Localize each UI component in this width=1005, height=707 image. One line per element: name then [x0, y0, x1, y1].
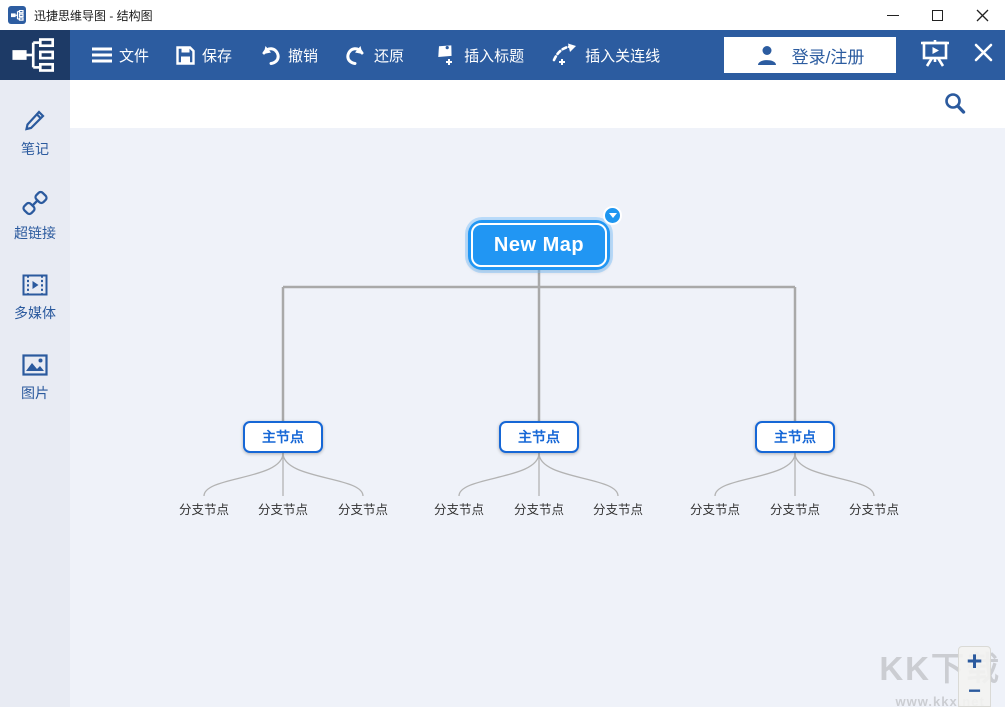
save-button[interactable]: 保存 [176, 45, 232, 66]
insert-title-button[interactable]: 插入标题 [431, 43, 524, 67]
canvas-topbar [70, 80, 1005, 128]
sidebar-item-label: 多媒体 [14, 305, 56, 321]
titlebar: 迅捷思维导图 - 结构图 [0, 0, 1005, 30]
toolbar-item-label: 插入关连线 [585, 47, 661, 65]
branch-node[interactable]: 分支节点 [689, 503, 741, 517]
toolbar-logo [0, 30, 70, 80]
undo-icon [262, 46, 280, 65]
maximize-button[interactable] [915, 0, 960, 30]
toolbar-items: 文件 保存 撤销 [92, 43, 660, 67]
main-node-label: 主节点 [774, 429, 816, 445]
chevron-down-icon [608, 213, 617, 218]
login-register-label: 登录/注册 [791, 47, 865, 67]
sidebar-item-hyperlink[interactable]: 超链接 [14, 190, 56, 243]
root-node-label: New Map [471, 223, 607, 267]
toolbar: 文件 保存 撤销 [0, 30, 1005, 80]
mindmap-logo-icon [12, 38, 55, 72]
sidebar: 笔记 超链接 [0, 80, 70, 707]
close-icon [974, 43, 993, 62]
window-title: 迅捷思维导图 - 结构图 [34, 8, 153, 23]
sidebar-item-label: 笔记 [21, 141, 49, 157]
sidebar-item-multimedia[interactable]: 多媒体 [14, 274, 56, 323]
redo-icon [346, 46, 364, 65]
toolbar-item-label: 保存 [202, 47, 233, 65]
branch-node[interactable]: 分支节点 [257, 503, 309, 517]
presentation-icon [921, 39, 949, 67]
pencil-icon [25, 110, 45, 131]
sidebar-item-label: 超链接 [14, 225, 56, 241]
menu-icon [92, 47, 112, 63]
insert-relation-line-button[interactable]: 插入关连线 [551, 43, 660, 67]
connector-lines [203, 270, 875, 497]
relation-line-plus-icon [552, 43, 577, 65]
toolbar-item-label: 插入标题 [464, 47, 525, 65]
undo-button[interactable]: 撤销 [259, 45, 318, 66]
link-icon [22, 190, 48, 216]
minimize-icon [886, 14, 899, 16]
branch-node[interactable]: 分支节点 [178, 503, 230, 517]
zoom-in-button[interactable]: + [966, 646, 983, 677]
toolbar-item-label: 撤销 [288, 47, 319, 65]
image-icon [22, 354, 48, 376]
presentation-button[interactable] [920, 39, 950, 72]
sidebar-item-label: 图片 [21, 385, 49, 401]
toolbar-item-label: 还原 [374, 47, 405, 65]
main-node[interactable]: 主节点 [755, 421, 835, 453]
main-node[interactable]: 主节点 [499, 421, 579, 453]
sidebar-item-image[interactable]: 图片 [21, 354, 49, 403]
root-node[interactable]: New Map [468, 220, 610, 270]
media-icon [22, 274, 48, 296]
toolbar-item-label: 文件 [119, 47, 150, 65]
branch-node[interactable]: 分支节点 [433, 503, 485, 517]
toolbar-right [920, 39, 993, 72]
zoom-panel: + − [958, 646, 991, 707]
search-icon[interactable] [943, 92, 967, 116]
branch-node[interactable]: 分支节点 [592, 503, 644, 517]
sidebar-item-notes[interactable]: 笔记 [21, 108, 49, 159]
app-logo-icon [8, 6, 26, 24]
save-icon [176, 45, 195, 65]
main-node[interactable]: 主节点 [243, 421, 323, 453]
branch-node[interactable]: 分支节点 [337, 503, 389, 517]
tag-plus-icon [438, 45, 453, 65]
collapse-badge[interactable] [603, 206, 622, 225]
maximize-icon [932, 9, 943, 21]
main-node-label: 主节点 [518, 429, 560, 445]
branch-node[interactable]: 分支节点 [769, 503, 821, 517]
close-document-button[interactable] [974, 43, 993, 67]
mindmap-canvas[interactable]: KK下载 www.kkx.net New Map 主节点 主节点 主节点 分支节… [70, 128, 1005, 707]
branch-node[interactable]: 分支节点 [848, 503, 900, 517]
redo-button[interactable]: 还原 [345, 45, 404, 66]
file-menu-button[interactable]: 文件 [92, 45, 149, 66]
branch-node[interactable]: 分支节点 [513, 503, 565, 517]
main-node-label: 主节点 [262, 429, 304, 445]
zoom-out-button[interactable]: − [968, 678, 981, 704]
login-register-button[interactable]: 登录/注册 [724, 37, 896, 73]
close-icon [976, 9, 989, 21]
minimize-button[interactable] [870, 0, 915, 30]
close-button[interactable] [960, 0, 1005, 30]
user-icon [757, 46, 776, 65]
window-controls [870, 0, 1005, 30]
